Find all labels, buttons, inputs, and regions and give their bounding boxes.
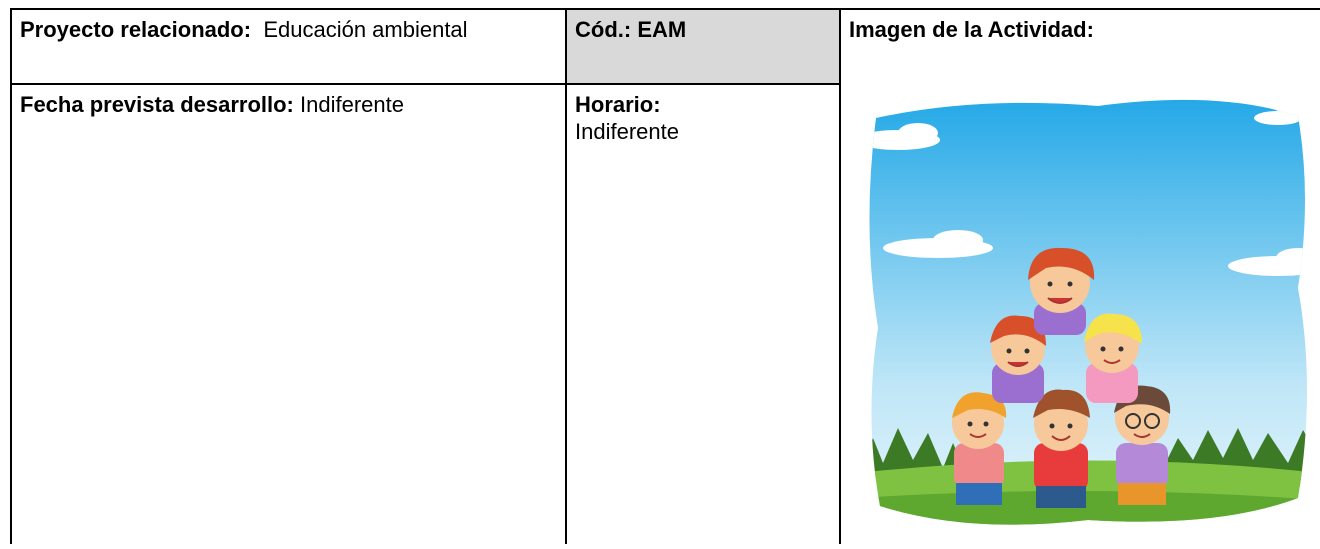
date-cell: Fecha prevista desarrollo: Indiferente xyxy=(12,85,565,118)
kid-figure xyxy=(990,315,1046,403)
activity-image-label: Imagen de la Actividad: xyxy=(849,17,1094,42)
project-value: Educación ambiental xyxy=(263,17,468,42)
col-divider-1 xyxy=(565,8,567,544)
kid-figure xyxy=(1033,389,1090,508)
row-divider xyxy=(10,83,841,85)
schedule-value: Indiferente xyxy=(575,119,679,144)
col-divider-2 xyxy=(839,8,841,544)
activity-illustration xyxy=(858,88,1320,544)
kids-pyramid-illustration xyxy=(869,99,1307,525)
code-label: Cód.: EAM xyxy=(575,17,687,42)
kid-figure xyxy=(1084,313,1142,403)
schedule-cell: Horario: Indiferente xyxy=(567,85,839,145)
kid-figure xyxy=(1028,247,1095,335)
project-label: Proyecto relacionado: xyxy=(20,17,252,42)
code-cell xyxy=(567,10,839,83)
kid-figure xyxy=(1114,385,1171,505)
date-label: Fecha prevista desarrollo: xyxy=(20,92,294,117)
kid-figure xyxy=(952,392,1007,505)
schedule-label: Horario: xyxy=(575,92,661,117)
table-left-border xyxy=(10,8,12,544)
table-top-border xyxy=(10,8,1320,10)
project-cell: Proyecto relacionado: Educación ambienta… xyxy=(12,10,565,83)
date-value: Indiferente xyxy=(300,92,404,117)
